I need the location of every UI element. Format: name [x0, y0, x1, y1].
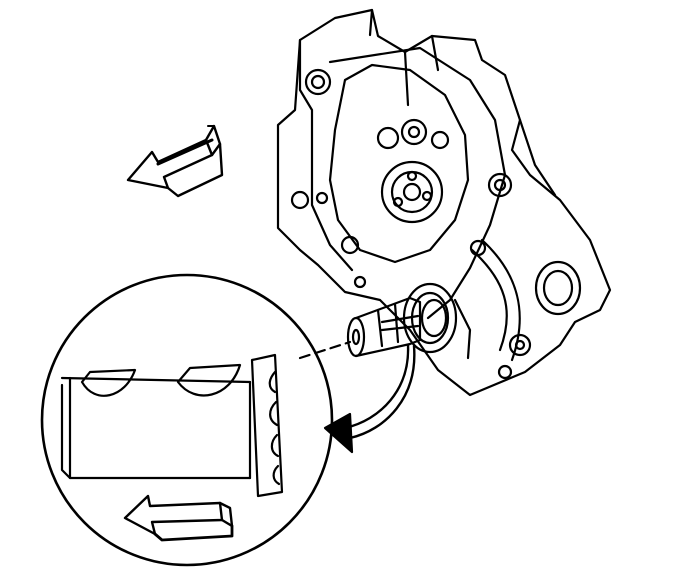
callout-arrow-icon: [323, 343, 416, 454]
magnifier-circle-icon: [40, 273, 334, 567]
engine-cover-icon: [276, 8, 612, 397]
installer-tool-icon: [346, 296, 422, 358]
centerline: [298, 340, 352, 360]
arrow-left-icon: [126, 124, 224, 198]
